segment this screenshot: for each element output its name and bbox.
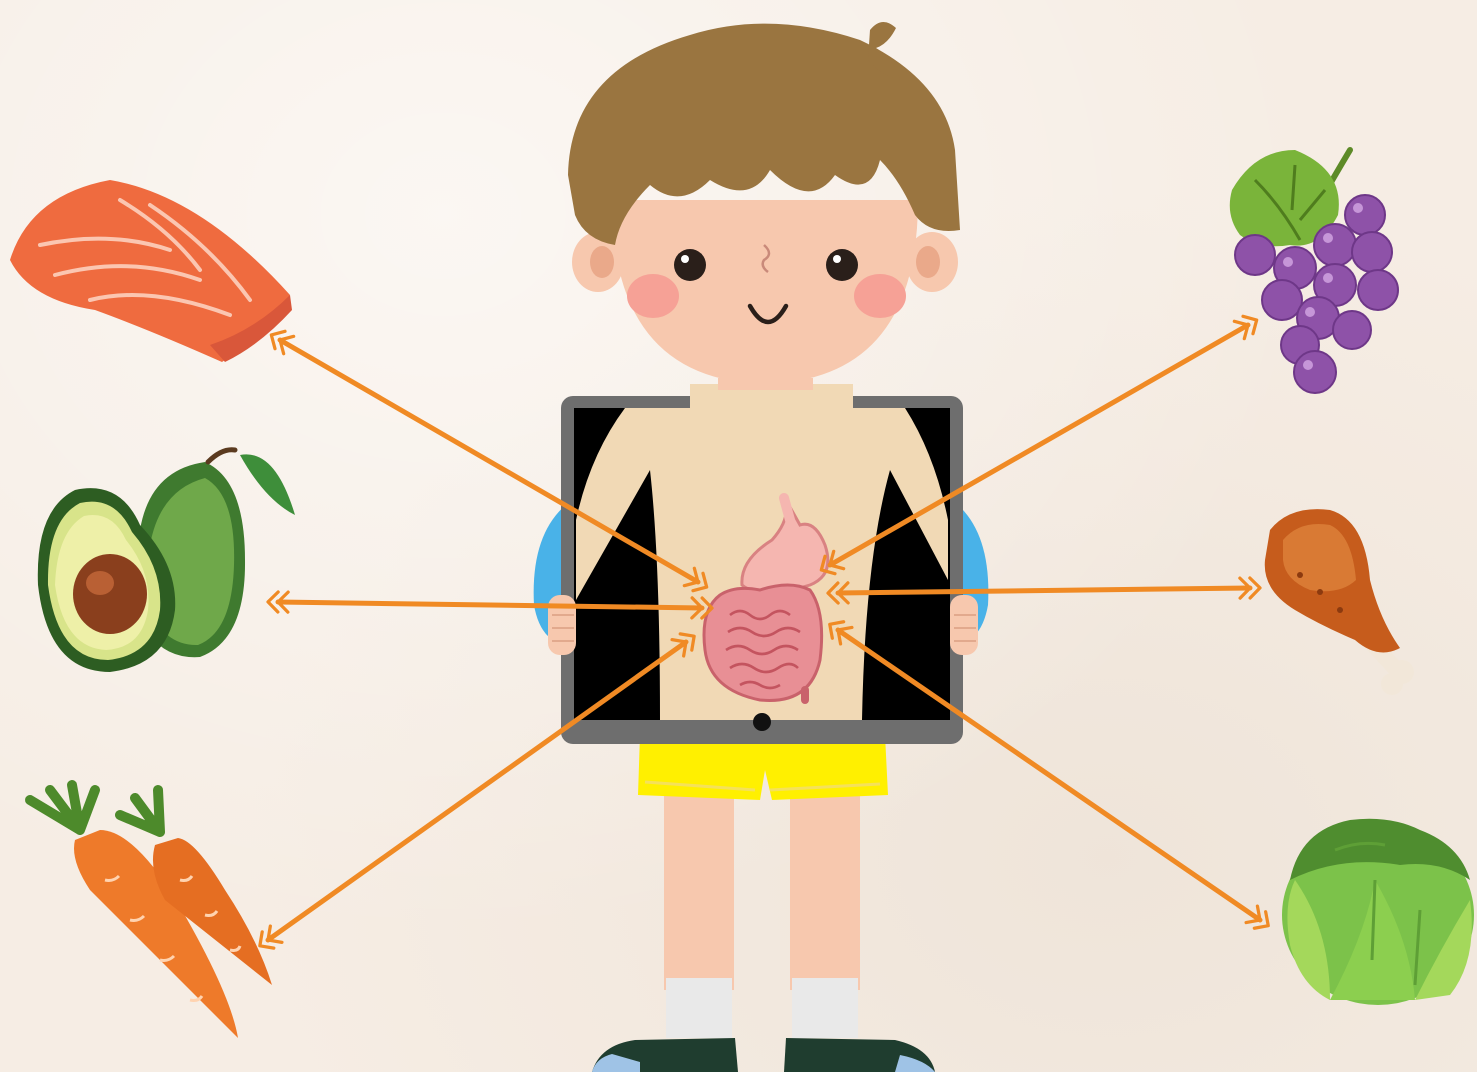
carrot-icon xyxy=(30,785,272,1038)
arrow-carrot xyxy=(268,642,686,940)
grapes-icon xyxy=(1230,150,1398,393)
avocado-icon xyxy=(38,450,295,672)
right-eye xyxy=(826,249,858,281)
left-eye xyxy=(674,249,706,281)
right-hand xyxy=(950,595,978,655)
salmon-fillet-icon xyxy=(10,180,292,362)
legs xyxy=(592,790,935,1072)
left-cheek xyxy=(627,274,679,318)
child-figure xyxy=(534,22,989,1072)
avocado-pit xyxy=(73,554,147,634)
shorts xyxy=(638,735,888,800)
arrow-cabbage xyxy=(838,630,1260,920)
child-head xyxy=(568,22,960,390)
cabbage-icon xyxy=(1282,819,1474,1005)
chicken-drumstick-icon xyxy=(1265,509,1414,695)
right-cheek xyxy=(854,274,906,318)
